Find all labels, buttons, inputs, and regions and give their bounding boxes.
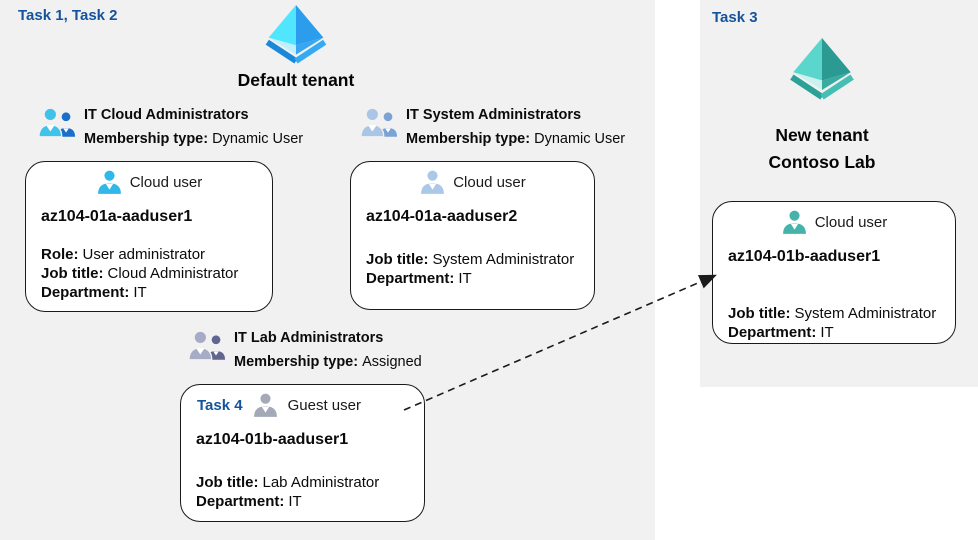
field-label: Department: [41, 284, 130, 301]
new-tenant-cloud-user-card: Cloud user az104-01b-aaduser1 Job title:… [712, 201, 956, 344]
user-field-department: Department:IT [366, 269, 594, 288]
field-value: IT [133, 284, 147, 301]
membership-value: Dynamic User [534, 131, 626, 147]
group-it-cloud-administrators: IT Cloud Administrators Membership type:… [38, 103, 303, 151]
guest-user-icon [253, 393, 277, 417]
cloud-user-card-aaduser1: Cloud user az104-01a-aaduser1 Role:User … [25, 161, 273, 312]
new-tenant-label-line2: Contoso Lab [768, 152, 876, 172]
user-field-job-title: Job title:System Administrator [366, 250, 594, 269]
group-name: IT System Administrators [406, 107, 582, 123]
user-name: az104-01a-aaduser2 [366, 208, 518, 225]
user-type-label: Guest user [287, 396, 361, 414]
new-tenant-label: New tenant Contoso Lab [712, 122, 932, 176]
task-3-label: Task 3 [712, 9, 758, 26]
group-membership: Membership type:Assigned [234, 350, 422, 374]
group-it-system-administrators: IT System Administrators Membership type… [360, 103, 625, 151]
group-it-lab-administrators: IT Lab Administrators Membership type:As… [188, 326, 422, 374]
field-label: Role: [41, 246, 79, 263]
field-label: Job title: [366, 251, 429, 268]
user-field-department: Department:IT [196, 492, 424, 511]
group-name: IT Lab Administrators [234, 330, 384, 346]
field-value: IT [288, 493, 302, 510]
field-value: System Administrator [794, 305, 937, 322]
cloud-user-icon [782, 210, 806, 234]
user-field-job-title: Job title:Lab Administrator [196, 473, 424, 492]
new-tenant-icon [790, 38, 854, 100]
guest-user-card: Task 4 Guest user az104-01b-aaduser1 Job… [180, 384, 425, 522]
field-label: Job title: [728, 305, 791, 322]
group-membership: Membership type:Dynamic User [406, 127, 625, 151]
field-label: Job title: [41, 265, 104, 282]
user-field-department: Department:IT [41, 283, 272, 302]
task-4-label: Task 4 [197, 396, 243, 414]
membership-value: Assigned [362, 354, 422, 370]
user-group-icon [360, 107, 398, 138]
user-type-label: Cloud user [814, 213, 888, 231]
new-tenant-label-line1: New tenant [775, 125, 869, 145]
user-field-job-title: Job title:Cloud Administrator [41, 264, 272, 283]
user-name: az104-01b-aaduser1 [196, 431, 349, 448]
membership-label: Membership type: [234, 354, 359, 370]
user-type-label: Cloud user [453, 173, 526, 191]
field-value: Lab Administrator [262, 474, 380, 491]
cloud-user-icon [97, 170, 121, 194]
field-label: Department: [728, 324, 817, 341]
field-value: Cloud Administrator [107, 265, 239, 282]
task-1-2-label: Task 1, Task 2 [18, 7, 118, 24]
user-type-label: Cloud user [129, 173, 203, 191]
default-tenant-label: Default tenant [237, 70, 355, 90]
group-membership: Membership type:Dynamic User [84, 127, 303, 151]
user-name: az104-01b-aaduser1 [728, 248, 881, 265]
field-value: System Administrator [432, 251, 575, 268]
user-group-icon [38, 107, 76, 138]
cloud-user-card-aaduser2: Cloud user az104-01a-aaduser2 Job title:… [350, 161, 595, 310]
group-name: IT Cloud Administrators [84, 107, 249, 123]
membership-label: Membership type: [406, 131, 531, 147]
membership-value: Dynamic User [212, 131, 304, 147]
field-label: Job title: [196, 474, 259, 491]
cloud-user-icon [421, 170, 445, 194]
azure-ad-tenant-icon [265, 5, 327, 64]
field-value: User administrator [82, 246, 206, 263]
field-value: IT [820, 324, 834, 341]
user-field-role: Role:User administrator [41, 245, 272, 264]
membership-label: Membership type: [84, 131, 209, 147]
user-group-icon [188, 330, 226, 361]
field-label: Department: [366, 270, 455, 287]
user-field-department: Department:IT [728, 323, 955, 342]
user-field-job-title: Job title:System Administrator [728, 304, 955, 323]
user-name: az104-01a-aaduser1 [41, 208, 193, 225]
field-label: Department: [196, 493, 285, 510]
field-value: IT [458, 270, 472, 287]
